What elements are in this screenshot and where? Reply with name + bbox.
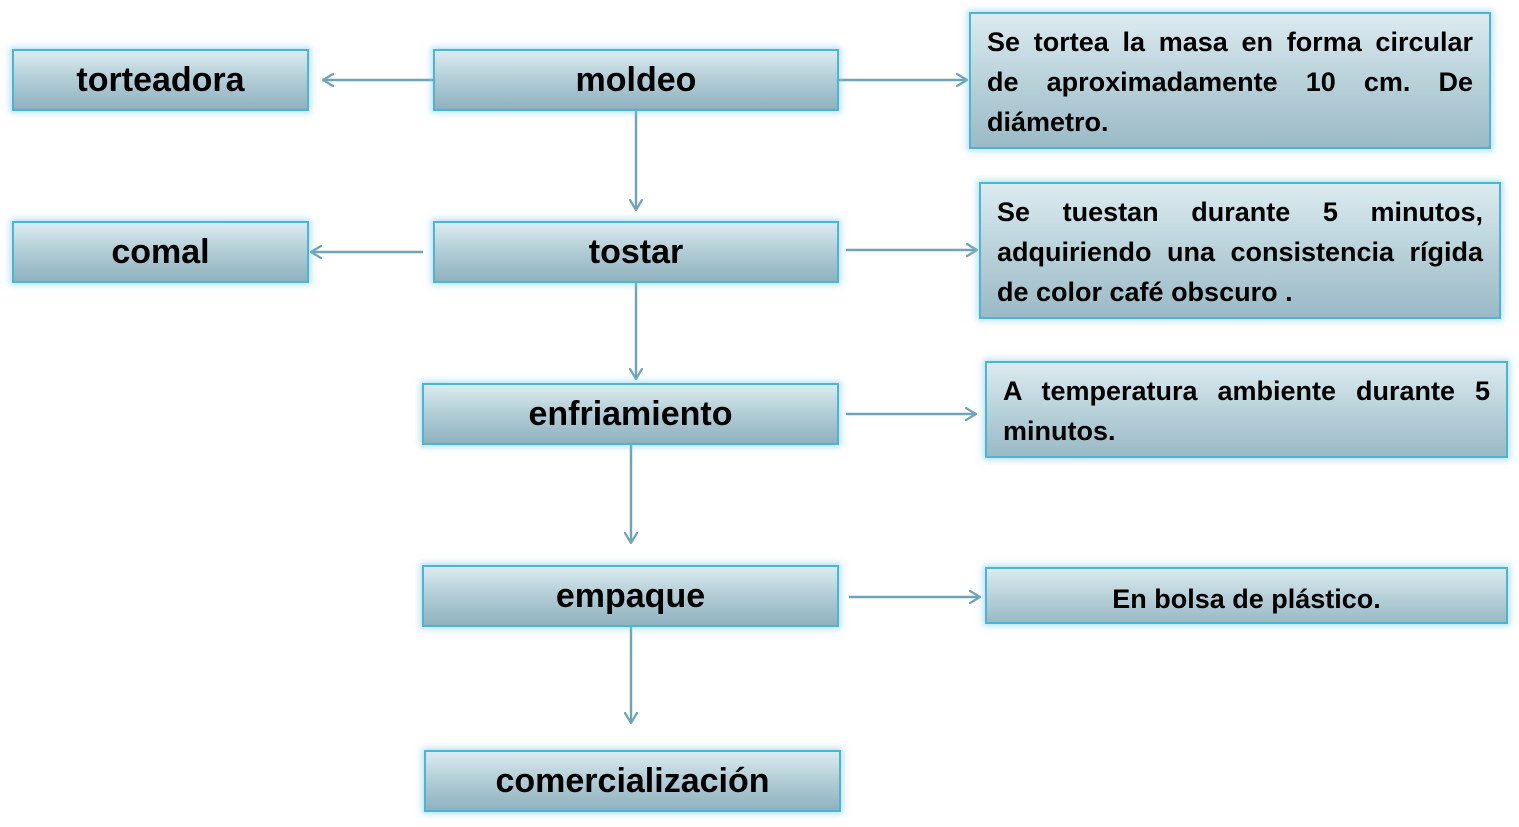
process-label-empaque: empaque: [555, 576, 706, 615]
process-label-enfriamiento: enfriamiento: [528, 394, 733, 433]
equipment-label-comal: comal: [111, 232, 210, 271]
description-text-tostar: Se tuestan durante 5 minutos, adquiriend…: [997, 197, 1483, 307]
process-step-moldeo: moldeo: [433, 49, 839, 111]
description-text-empaque: En bolsa de plástico.: [1112, 584, 1381, 614]
process-step-empaque: empaque: [422, 565, 839, 627]
process-step-comercializacion: comercialización: [424, 750, 841, 812]
equipment-box-torteadora: torteadora: [12, 49, 309, 111]
description-text-moldeo: Se tortea la masa en forma circular de a…: [987, 27, 1473, 137]
description-text-enfriamiento: A temperatura ambiente durante 5 minutos…: [1003, 376, 1490, 446]
description-box-moldeo: Se tortea la masa en forma circular de a…: [969, 12, 1491, 149]
equipment-label-torteadora: torteadora: [76, 60, 245, 99]
description-box-enfriamiento: A temperatura ambiente durante 5 minutos…: [985, 361, 1508, 458]
process-label-comercializacion: comercialización: [495, 761, 770, 800]
equipment-box-comal: comal: [12, 221, 309, 283]
process-step-tostar: tostar: [433, 221, 839, 283]
process-label-moldeo: moldeo: [575, 60, 697, 99]
process-label-tostar: tostar: [588, 232, 684, 271]
description-box-empaque: En bolsa de plástico.: [985, 567, 1508, 624]
process-step-enfriamiento: enfriamiento: [422, 383, 839, 445]
description-box-tostar: Se tuestan durante 5 minutos, adquiriend…: [979, 182, 1501, 319]
